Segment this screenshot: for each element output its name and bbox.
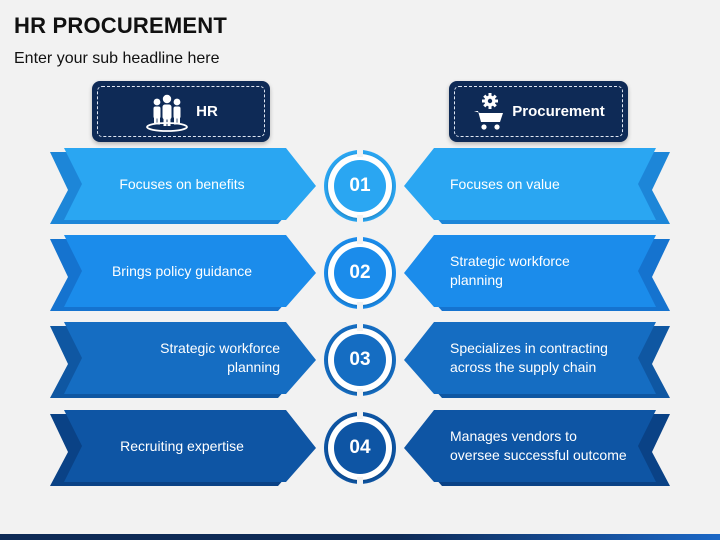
step-number: 03	[334, 334, 386, 386]
procurement-arrow-shape	[404, 322, 670, 398]
hr-arrow-body	[64, 148, 316, 220]
bottom-bar	[0, 534, 720, 540]
badge-gap	[357, 302, 363, 310]
hr-row-text: Focuses on benefits	[84, 148, 280, 220]
step-number: 01	[334, 160, 386, 212]
gear-cart-icon	[474, 92, 504, 130]
procurement-row-line: oversee successful outcome	[450, 447, 627, 463]
page-subtitle: Enter your sub headline here	[14, 50, 220, 67]
procurement-row-line: Strategic workforce	[450, 253, 570, 269]
hr-arrow-shape	[50, 235, 316, 311]
step-number-badge: 03	[324, 323, 396, 397]
hr-header: HR	[92, 81, 270, 142]
people-group-icon	[146, 94, 189, 132]
badge-gap	[357, 236, 363, 244]
step-number: 02	[334, 247, 386, 299]
procurement-row-line: Focuses on value	[450, 175, 560, 192]
procurement-row-text: Specializes in contracting across the sup…	[450, 322, 646, 394]
hr-arrow-body	[64, 410, 316, 482]
hr-arrow-shape	[50, 148, 316, 224]
hr-arrow-body	[64, 322, 316, 394]
procurement-row-text: Focuses on value	[450, 148, 646, 220]
hr-header-label: HR	[196, 103, 218, 120]
badge-gap	[357, 411, 363, 419]
step-number-badge: 04	[324, 411, 396, 485]
procurement-arrow-shape	[404, 410, 670, 486]
procurement-row-line: across the supply chain	[450, 359, 597, 375]
step-number-ring: 02	[328, 241, 392, 305]
step-number: 04	[334, 422, 386, 474]
step-number-ring: 03	[328, 328, 392, 392]
hr-arrow-shape	[50, 410, 316, 486]
procurement-arrow-body	[404, 410, 656, 482]
badge-gap	[357, 149, 363, 157]
step-number-badge: 02	[324, 236, 396, 310]
step-number-badge: 01	[324, 149, 396, 223]
hr-row-line: Recruiting expertise	[120, 437, 244, 454]
procurement-header-label: Procurement	[512, 103, 605, 120]
hr-arrow-shape	[50, 322, 316, 398]
step-number-ring: 01	[328, 154, 392, 218]
procurement-arrow-shape	[404, 148, 670, 224]
hr-row-text: Recruiting expertise	[84, 410, 280, 482]
step-number-ring: 04	[328, 416, 392, 480]
hr-row-text: Strategic workforce planning	[84, 322, 280, 394]
procurement-arrow-body	[404, 148, 656, 220]
badge-gap	[357, 323, 363, 331]
page-title: HR PROCUREMENT	[14, 13, 228, 38]
badge-gap	[357, 477, 363, 485]
hr-row-line: Brings policy guidance	[111, 262, 253, 279]
hr-row-line: Strategic workforce	[160, 340, 280, 356]
hr-row-line: planning	[227, 359, 280, 375]
badge-gap	[357, 389, 363, 397]
procurement-row-line: Manages vendors to	[450, 428, 577, 444]
hr-row-line: Focuses on benefits	[119, 175, 245, 192]
procurement-row-line: planning	[450, 272, 503, 288]
procurement-arrow-body	[404, 235, 656, 307]
procurement-row-text: Manages vendors to oversee successful out…	[450, 410, 646, 482]
procurement-row-text: Strategic workforce planning	[450, 235, 646, 307]
hr-arrow-body	[64, 235, 316, 307]
hr-row-text: Brings policy guidance	[84, 235, 280, 307]
procurement-row-line: Specializes in contracting	[450, 340, 608, 356]
procurement-arrow-body	[404, 322, 656, 394]
badge-gap	[357, 215, 363, 223]
procurement-arrow-shape	[404, 235, 670, 311]
procurement-header: Procurement	[449, 81, 628, 142]
